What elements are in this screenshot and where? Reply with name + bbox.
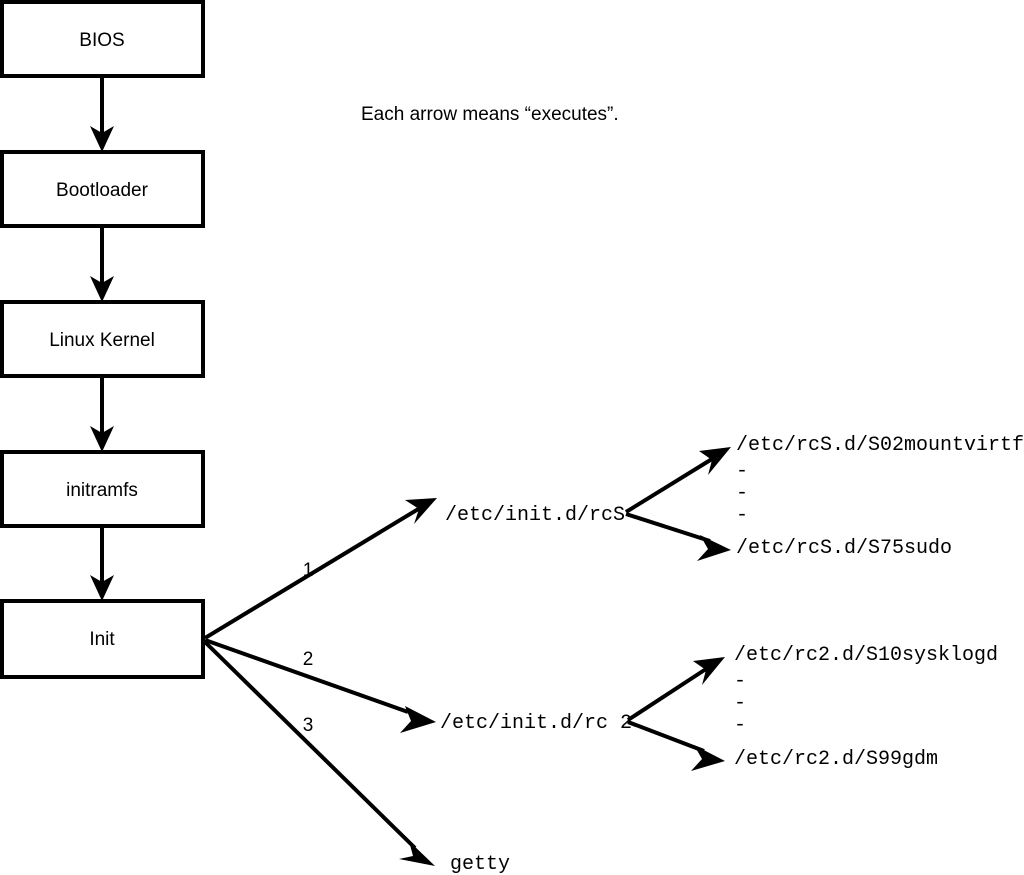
ellipsis-dash: - <box>736 482 748 505</box>
arrowhead-icon <box>699 447 731 475</box>
branch-number-1: 1 <box>303 560 314 581</box>
ellipsis-dash: - <box>736 460 748 483</box>
script-label-rcs-last: /etc/rcS.d/S75sudo <box>736 537 952 560</box>
node-linux-kernel: Linux Kernel <box>0 300 205 378</box>
arrow-bootloader-to-kernel <box>90 226 114 302</box>
arrow-kernel-to-initramfs <box>90 376 114 452</box>
script-label-rc2-last: /etc/rc2.d/S99gdm <box>734 748 938 771</box>
node-bios: BIOS <box>0 0 205 78</box>
arrow-initramfs-to-init <box>90 526 114 601</box>
arrowhead-icon <box>90 126 114 152</box>
arrowhead-icon <box>90 575 114 601</box>
target-label-getty: getty <box>450 853 510 875</box>
arrowhead-icon <box>691 745 725 771</box>
arrowhead-icon <box>399 841 435 866</box>
bootloader-label: Bootloader <box>56 180 149 201</box>
arrow-rc2-to-last-script <box>627 720 725 771</box>
arrowhead-icon <box>405 498 437 524</box>
arrow-rcs-to-first-script <box>624 447 731 514</box>
bios-label: BIOS <box>79 30 124 51</box>
arrow-bios-to-bootloader <box>90 76 114 152</box>
branch-number-3: 3 <box>303 715 314 736</box>
init-box <box>0 599 205 679</box>
diagram-caption: Each arrow means “executes”. <box>361 104 619 125</box>
branch-number-2: 2 <box>303 649 314 670</box>
init-label: Init <box>89 629 115 650</box>
linux-kernel-label: Linux Kernel <box>49 330 155 351</box>
script-label-rcs-first: /etc/rcS.d/S02mountvirtfs <box>736 434 1024 457</box>
node-init: Init <box>0 599 205 679</box>
initramfs-label: initramfs <box>66 480 138 501</box>
arrow-init-to-getty <box>203 640 435 866</box>
node-bootloader: Bootloader <box>0 150 205 228</box>
target-label-rcs: /etc/init.d/rcS <box>445 504 625 527</box>
arrowhead-icon <box>697 535 731 561</box>
bios-box <box>0 0 205 78</box>
ellipsis-dash: - <box>736 504 748 527</box>
arrowhead-icon <box>400 706 436 733</box>
node-initramfs: initramfs <box>0 450 205 528</box>
arrowhead-icon <box>693 657 725 685</box>
arrow-init-to-rcs <box>203 498 437 640</box>
ellipsis-dash: - <box>734 714 746 737</box>
arrowhead-icon <box>90 276 114 302</box>
arrow-rcs-to-last-script <box>625 512 731 561</box>
initramfs-box <box>0 450 205 528</box>
arrowhead-icon <box>90 426 114 452</box>
script-label-rc2-first: /etc/rc2.d/S10sysklogd <box>734 644 998 667</box>
arrow-rc2-to-first-script <box>626 657 725 722</box>
ellipsis-dash: - <box>734 692 746 715</box>
target-label-rc2: /etc/init.d/rc 2 <box>440 712 632 735</box>
ellipsis-dash: - <box>734 670 746 693</box>
arrow-init-to-rc2 <box>204 638 436 733</box>
